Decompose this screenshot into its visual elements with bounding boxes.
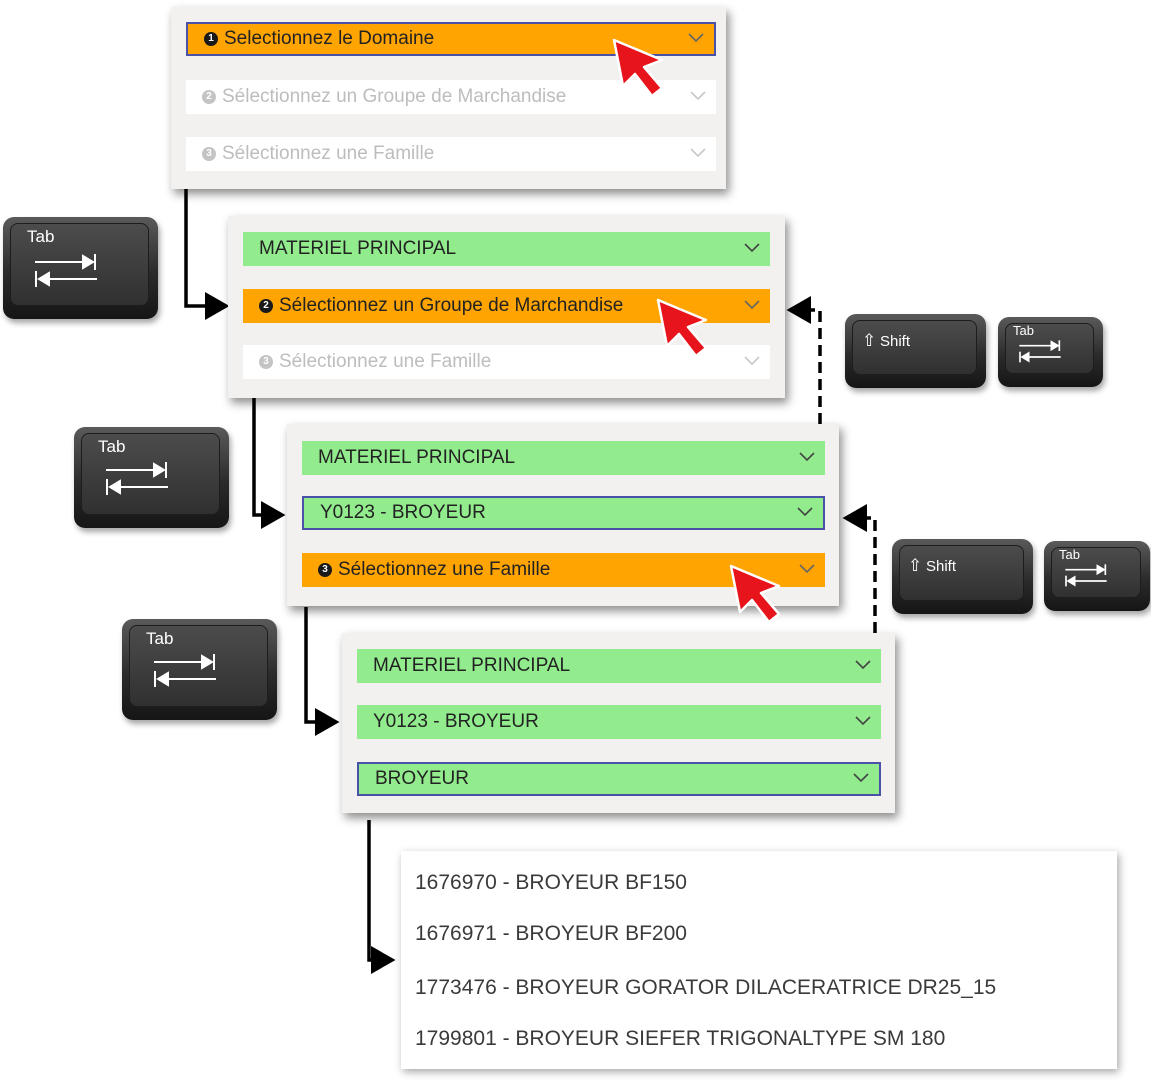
tab-arrow-4 bbox=[367, 820, 396, 974]
shift-key: ⇧ Shift bbox=[845, 314, 986, 388]
key-label: Tab bbox=[1013, 323, 1034, 338]
key-label: Shift bbox=[926, 558, 957, 575]
famille-dropdown[interactable]: BROYEUR bbox=[357, 762, 881, 796]
tab-arrows-icon bbox=[35, 254, 97, 287]
dropdown-label: Y0123 - BROYEUR bbox=[320, 502, 486, 523]
shift-arrow-icon: ⇧ bbox=[908, 556, 923, 575]
step-number-badge: 3 bbox=[318, 563, 332, 577]
list-item[interactable]: 1799801 - BROYEUR SIEFER TRIGONALTYPE SM… bbox=[415, 1027, 946, 1050]
key-label: Tab bbox=[27, 227, 55, 246]
step-number-badge: 3 bbox=[259, 355, 273, 369]
chevron-down-icon bbox=[799, 452, 815, 462]
shift-tab-arrow-1 bbox=[786, 296, 822, 424]
key-label: Tab bbox=[1059, 547, 1080, 562]
chevron-down-icon bbox=[688, 33, 704, 43]
tab-key: Tab bbox=[3, 217, 158, 319]
step-number-badge: 2 bbox=[259, 299, 273, 313]
list-item[interactable]: 1676971 - BROYEUR BF200 bbox=[415, 922, 687, 945]
key-label: Tab bbox=[98, 437, 126, 456]
tab-key: Tab bbox=[1044, 541, 1150, 611]
key-label: Tab bbox=[146, 629, 174, 648]
key-label: Shift bbox=[880, 333, 911, 350]
chevron-down-icon bbox=[744, 300, 760, 310]
shift-key: ⇧ Shift bbox=[892, 539, 1033, 614]
shift-tab-arrow-2 bbox=[842, 504, 877, 633]
domain-dropdown[interactable]: MATERIEL PRINCIPAL bbox=[243, 232, 770, 266]
dropdown-label: Selectionnez le Domaine bbox=[224, 28, 435, 49]
domain-dropdown[interactable]: MATERIEL PRINCIPAL bbox=[357, 649, 881, 683]
list-item[interactable]: 1676970 - BROYEUR BF150 bbox=[415, 871, 687, 894]
step-number-badge: 3 bbox=[202, 147, 216, 161]
chevron-down-icon bbox=[853, 773, 869, 783]
tab-key: Tab bbox=[122, 619, 277, 720]
dropdown-label: Sélectionnez une Famille bbox=[338, 559, 551, 580]
tab-arrows-icon bbox=[1019, 340, 1061, 363]
tab-arrow-2 bbox=[252, 398, 286, 529]
step-number-badge: 2 bbox=[202, 90, 216, 104]
dropdown-label: MATERIEL PRINCIPAL bbox=[373, 655, 571, 676]
selection-panel-step-1: 1 Selectionnez le Domaine 2 Sélectionnez… bbox=[171, 7, 726, 189]
tab-arrows-icon bbox=[106, 462, 168, 495]
chevron-down-icon bbox=[690, 91, 706, 101]
tab-arrow-3 bbox=[304, 607, 340, 736]
dropdown-label: MATERIEL PRINCIPAL bbox=[318, 447, 516, 468]
chevron-down-icon bbox=[855, 660, 871, 670]
chevron-down-icon bbox=[797, 507, 813, 517]
domain-dropdown[interactable]: MATERIEL PRINCIPAL bbox=[302, 441, 825, 475]
selection-panel-step-4: MATERIEL PRINCIPAL Y0123 - BROYEUR BROYE… bbox=[342, 633, 895, 813]
dropdown-label: Y0123 - BROYEUR bbox=[373, 711, 539, 732]
list-item[interactable]: 1773476 - BROYEUR GORATOR DILACERATRICE … bbox=[415, 976, 997, 999]
dropdown-label: Sélectionnez un Groupe de Marchandise bbox=[222, 86, 567, 107]
tab-key: Tab bbox=[74, 427, 229, 528]
chevron-down-icon bbox=[855, 716, 871, 726]
tab-arrow-1 bbox=[184, 188, 230, 320]
mouse-cursor-icon bbox=[729, 564, 781, 624]
tab-key: Tab bbox=[998, 317, 1103, 387]
product-dropdown-list: 1676970 - BROYEUR BF150 1676971 - BROYEU… bbox=[401, 851, 1117, 1069]
tab-arrows-icon bbox=[154, 654, 216, 687]
famille-dropdown[interactable]: 3 Sélectionnez une Famille bbox=[186, 137, 716, 171]
dropdown-label: Sélectionnez une Famille bbox=[222, 143, 435, 164]
mouse-cursor-icon bbox=[612, 38, 664, 98]
chevron-down-icon bbox=[690, 148, 706, 158]
chevron-down-icon bbox=[744, 243, 760, 253]
groupe-marchandise-dropdown[interactable]: Y0123 - BROYEUR bbox=[302, 496, 825, 530]
step-number-badge: 1 bbox=[204, 32, 218, 46]
groupe-marchandise-dropdown[interactable]: Y0123 - BROYEUR bbox=[357, 705, 881, 739]
domain-dropdown[interactable]: 1 Selectionnez le Domaine bbox=[186, 22, 716, 56]
shift-arrow-icon: ⇧ bbox=[862, 331, 877, 350]
dropdown-label: Sélectionnez une Famille bbox=[279, 351, 492, 372]
famille-dropdown[interactable]: 3 Sélectionnez une Famille bbox=[243, 345, 770, 379]
groupe-marchandise-dropdown[interactable]: 2 Sélectionnez un Groupe de Marchandise bbox=[186, 80, 716, 114]
mouse-cursor-icon bbox=[656, 298, 708, 358]
chevron-down-icon bbox=[799, 564, 815, 574]
dropdown-label: MATERIEL PRINCIPAL bbox=[259, 238, 457, 259]
chevron-down-icon bbox=[744, 356, 760, 366]
dropdown-label: Sélectionnez un Groupe de Marchandise bbox=[279, 295, 624, 316]
selection-panel-step-2: MATERIEL PRINCIPAL 2 Sélectionnez un Gro… bbox=[228, 216, 785, 398]
dropdown-label: BROYEUR bbox=[375, 768, 469, 789]
tab-arrows-icon bbox=[1065, 564, 1107, 587]
